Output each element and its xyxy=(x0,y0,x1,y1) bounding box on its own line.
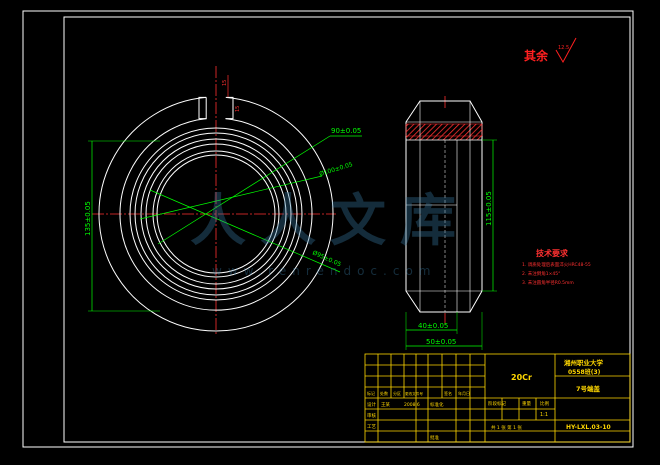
tb-drawing-no: HY-LXL.03-10 xyxy=(566,424,611,431)
tb-std-label: 标准化 xyxy=(430,401,444,408)
notes-title: 技术要求 xyxy=(536,248,569,258)
height-dim-text: 115±0.05 xyxy=(485,191,493,226)
tb-weight-label: 重量 xyxy=(522,400,531,407)
tb-part-name: 7号端盖 xyxy=(576,384,601,393)
tb-scale: 1:1 xyxy=(540,412,548,418)
tb-date-1: 2008.6 xyxy=(404,402,420,408)
roughness-label: 其余 xyxy=(524,48,549,63)
slot-dim-a: 15 xyxy=(222,80,228,86)
tb-rev-h6: 年月日 xyxy=(458,390,470,396)
leader-95 xyxy=(149,189,341,273)
tb-rev-h2: 处数 xyxy=(380,390,388,396)
tech-notes: 技术要求 1. 调质处理后表面淬火HRC48-55 2. 未注倒角1×45° 3… xyxy=(522,248,591,286)
tb-rev-h5: 签名 xyxy=(444,390,452,396)
note-item-3: 3. 未注圆角半径R0.5mm xyxy=(522,279,574,286)
tb-material: 20Cr xyxy=(511,373,532,382)
tb-role-2: 审核 xyxy=(367,412,376,419)
outer-ring-outline xyxy=(98,96,334,332)
tb-scale-label: 比例 xyxy=(540,400,549,407)
tb-rev-h1: 标记 xyxy=(367,390,375,396)
section-hatch-2 xyxy=(406,136,482,140)
watermark-text: 人人文库 xyxy=(190,189,470,254)
dim-100-text: Ø100±0.05 xyxy=(319,161,354,178)
roughness-note: 其余 12.5 xyxy=(524,37,577,64)
watermark-url: www.renrendoc.com xyxy=(212,264,436,278)
tb-role-3: 工艺 xyxy=(367,424,376,430)
tb-stage-label: 阶段标记 xyxy=(488,400,506,407)
leader-90 xyxy=(157,135,331,245)
tb-approve-label: 批准 xyxy=(430,434,439,441)
slot-dim-b: 15 xyxy=(235,106,241,112)
section-hatch xyxy=(405,123,483,137)
roughness-symbol xyxy=(555,37,577,64)
title-block xyxy=(364,353,631,443)
roughness-value: 12.5 xyxy=(558,45,569,51)
tb-role-1: 设计 xyxy=(367,401,376,408)
tb-sheets: 共 1 张 第 1 张 xyxy=(491,424,522,431)
note-item-1: 1. 调质处理后表面淬火HRC48-55 xyxy=(522,261,591,268)
ring-circle-4 xyxy=(145,143,287,285)
od-dim-text: 135±0.05 xyxy=(84,201,92,236)
side-view: 115±0.05 40±0.05 50±0.05 xyxy=(405,96,497,350)
ring-circle-3 xyxy=(140,138,292,290)
tb-rev-h3: 分区 xyxy=(393,390,401,396)
slot-outline xyxy=(198,96,207,120)
tb-rev-h4: 更改文件号 xyxy=(405,391,423,396)
title-block-text: 20Cr 湘州职业大学 0558班(3) 7号端盖 HY-LXL.03-10 阶… xyxy=(367,358,611,441)
dim-90-text: 90±0.05 xyxy=(331,127,361,135)
outer-border xyxy=(22,10,634,448)
ring-circle-6 xyxy=(156,154,276,274)
tb-school: 湘州职业大学 xyxy=(564,358,604,367)
ring-circle-2 xyxy=(134,132,298,296)
tb-name-1: 王某 xyxy=(381,402,390,408)
w40-dim-text: 40±0.05 xyxy=(418,322,448,330)
leader-100 xyxy=(139,175,323,220)
inner-border xyxy=(63,16,631,443)
watermark: 人人文库 www.renrendoc.com xyxy=(190,189,470,278)
note-item-2: 2. 未注倒角1×45° xyxy=(522,270,560,277)
ring-circle-5 xyxy=(152,150,280,278)
ring-circle-1 xyxy=(129,127,303,301)
second-ring xyxy=(119,118,313,311)
tb-class: 0558班(3) xyxy=(568,368,601,376)
w50-dim-text: 50±0.05 xyxy=(426,338,456,346)
